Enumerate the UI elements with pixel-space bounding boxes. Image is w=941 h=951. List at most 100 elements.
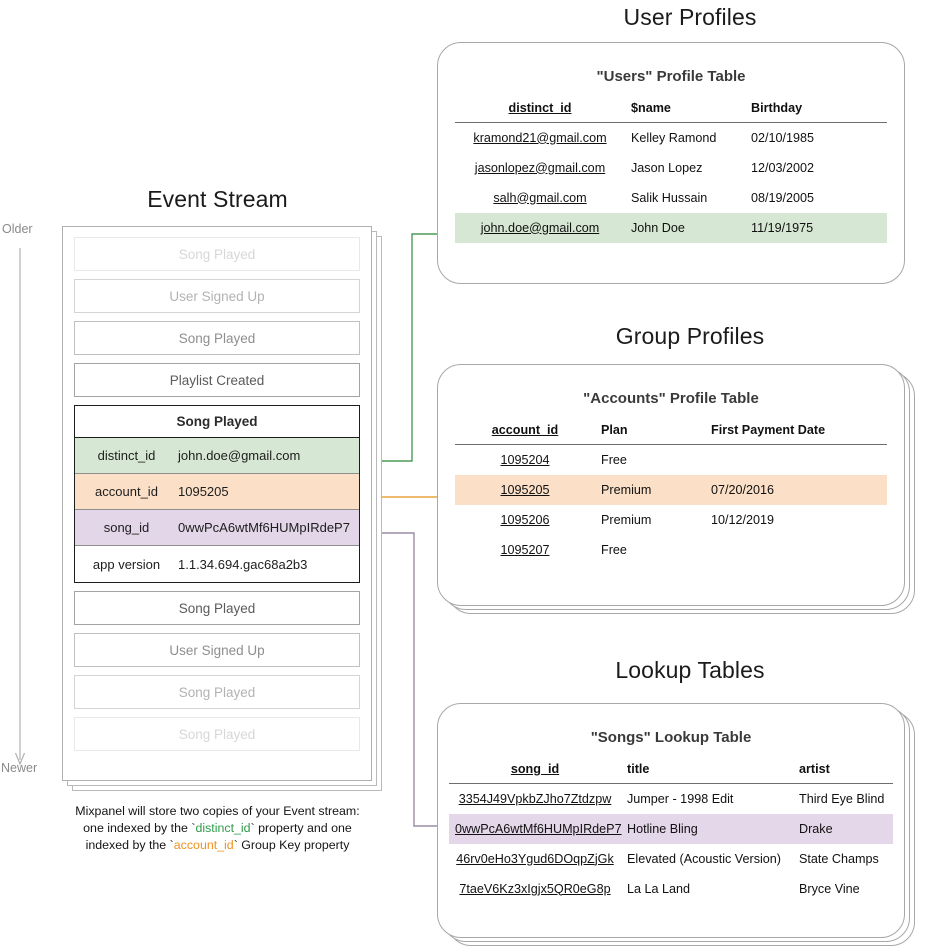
cell-artist: Drake	[793, 813, 893, 844]
col-first-payment-date: First Payment Date	[705, 420, 887, 445]
expanded-event-name: Song Played	[75, 406, 359, 438]
caption-token-distinct-id: distinct_id	[195, 821, 251, 836]
user-profiles-title: User Profiles	[623, 4, 757, 30]
event-label: Playlist Created	[169, 372, 265, 388]
songs-table-title: "Songs" Lookup Table	[590, 729, 752, 746]
event-row[interactable]: Playlist Created	[74, 363, 360, 397]
cell-name: Kelley Ramond	[631, 130, 717, 145]
cell-first-payment	[705, 445, 887, 475]
group-profiles-title: Group Profiles	[615, 323, 765, 349]
property-key: account_id	[95, 484, 158, 499]
cell-artist: State Champs	[799, 851, 879, 866]
table-row[interactable]: salh@gmail.com Salik Hussain 08/19/2005	[455, 183, 887, 213]
cell-plan: Premium	[601, 512, 652, 527]
table-row[interactable]: 46rv0eHo3Ygud6DOqpZjGk Elevated (Acousti…	[449, 844, 893, 874]
col-plan: Plan	[595, 420, 705, 445]
table-row[interactable]: 1095206 Premium 10/12/2019	[455, 505, 887, 535]
table-row-highlighted[interactable]: 1095205 Premium 07/20/2016	[455, 474, 887, 505]
cell-title: La La Land	[627, 881, 691, 896]
col-song-id: song_id	[449, 759, 621, 784]
table-row-highlighted[interactable]: 0wwPcA6wtMf6HUMpIRdeP7 Hotline Bling Dra…	[449, 813, 893, 844]
event-row[interactable]: Song Played	[74, 717, 360, 751]
cell-account-id: 1095206	[500, 512, 550, 527]
lookup-tables-title: Lookup Tables	[615, 657, 765, 683]
table-header-row: distinct_id $name Birthday	[455, 98, 887, 123]
events-after-list: Song Played User Signed Up Song Played S…	[74, 591, 360, 751]
event-label: Song Played	[178, 726, 256, 742]
event-label: User Signed Up	[169, 288, 265, 304]
cell-song-id: 0wwPcA6wtMf6HUMpIRdeP7	[449, 813, 622, 844]
event-row[interactable]: User Signed Up	[74, 279, 360, 313]
caption-l3-pre: indexed by the `	[85, 838, 174, 853]
cell-plan: Free	[601, 452, 627, 467]
cell-distinct-id: kramond21@gmail.com	[473, 130, 607, 145]
caption-token-account-id: account_id	[173, 838, 234, 853]
table-row[interactable]: 3354J49VpkbZJho7Ztdzpw Jumper - 1998 Edi…	[449, 784, 893, 814]
table-row-highlighted[interactable]: john.doe@gmail.com John Doe 11/19/1975	[455, 212, 887, 243]
cell-plan: Free	[601, 542, 627, 557]
axis-label-older: Older	[2, 222, 33, 236]
cell-artist: Third Eye Blind	[799, 791, 885, 806]
col-birthday: Birthday	[745, 98, 887, 123]
caption-l3-post: ` Group Key property	[233, 838, 350, 853]
event-label: User Signed Up	[169, 642, 265, 658]
table-row[interactable]: 1095207 Free	[455, 535, 887, 565]
caption-line-1: Mixpanel will store two copies of your E…	[75, 804, 360, 818]
table-row[interactable]: 7taeV6Kz3xIgjx5QR0eG8p La La Land Bryce …	[449, 874, 893, 904]
cell-title: Jumper - 1998 Edit	[627, 791, 734, 806]
event-row[interactable]: Song Played	[74, 237, 360, 271]
table-row[interactable]: 1095204 Free	[455, 445, 887, 475]
accounts-profile-card: "Accounts" Profile Table account_id Plan…	[437, 364, 905, 606]
cell-account-id: 1095205	[455, 474, 595, 505]
cell-distinct-id: salh@gmail.com	[493, 190, 587, 205]
cell-song-id: 46rv0eHo3Ygud6DOqpZjGk	[456, 851, 614, 866]
event-property-song-id[interactable]: song_id 0wwPcA6wtMf6HUMpIRdeP7	[75, 510, 359, 546]
event-property-distinct-id[interactable]: distinct_id john.doe@gmail.com	[75, 438, 359, 474]
accounts-table-title: "Accounts" Profile Table	[583, 390, 759, 407]
col-title: title	[621, 759, 793, 784]
cell-plan: Premium	[595, 474, 705, 505]
cell-title: Elevated (Acoustic Version)	[627, 851, 781, 866]
cell-first-payment: 10/12/2019	[711, 512, 775, 527]
table-header-row: song_id title artist	[449, 759, 893, 784]
event-property-account-id[interactable]: account_id 1095205	[75, 474, 359, 510]
cell-birthday: 12/03/2002	[751, 160, 815, 175]
event-row[interactable]: Song Played	[74, 675, 360, 709]
users-profile-card: "Users" Profile Table distinct_id $name …	[437, 42, 905, 284]
cell-distinct-id: jasonlopez@gmail.com	[474, 160, 606, 175]
cell-first-payment	[705, 535, 887, 565]
event-stream-panel: Song Played User Signed Up Song Played P…	[62, 226, 372, 781]
property-value: 0wwPcA6wtMf6HUMpIRdeP7	[178, 520, 350, 535]
table-header-row: account_id Plan First Payment Date	[455, 420, 887, 445]
col-name: $name	[625, 98, 745, 123]
event-row[interactable]: Song Played	[74, 321, 360, 355]
event-label: Song Played	[178, 600, 256, 616]
event-property-app-version[interactable]: app version 1.1.34.694.gac68a2b3	[75, 546, 359, 582]
caption-l2-post: ` property and one	[250, 821, 352, 836]
cell-name: Salik Hussain	[631, 190, 708, 205]
cell-name: Jason Lopez	[631, 160, 703, 175]
property-key: app version	[92, 556, 161, 572]
cell-name: John Doe	[625, 212, 745, 243]
property-value: john.doe@gmail.com	[178, 448, 301, 463]
songs-lookup-card: "Songs" Lookup Table song_id title artis…	[437, 703, 905, 938]
event-stream-caption: Mixpanel will store two copies of your E…	[30, 803, 405, 854]
songs-table: song_id title artist 3354J49VpkbZJho7Ztd…	[449, 759, 893, 904]
col-account-id: account_id	[455, 420, 595, 445]
cell-birthday: 11/19/1975	[745, 212, 887, 243]
event-row[interactable]: User Signed Up	[74, 633, 360, 667]
col-distinct-id: distinct_id	[455, 98, 625, 123]
caption-line-2: one indexed by the `distinct_id` propert…	[30, 820, 405, 837]
cell-artist: Bryce Vine	[799, 881, 860, 896]
table-row[interactable]: kramond21@gmail.com Kelley Ramond 02/10/…	[455, 123, 887, 153]
cell-account-id: 1095207	[500, 542, 550, 557]
expanded-event-card[interactable]: Song Played distinct_id john.doe@gmail.c…	[74, 405, 360, 583]
cell-song-id: 7taeV6Kz3xIgjx5QR0eG8p	[459, 881, 611, 896]
users-table-title: "Users" Profile Table	[596, 68, 746, 85]
table-row[interactable]: jasonlopez@gmail.com Jason Lopez 12/03/2…	[455, 153, 887, 183]
event-row[interactable]: Song Played	[74, 591, 360, 625]
cell-distinct-id: john.doe@gmail.com	[455, 212, 625, 243]
property-key: distinct_id	[97, 448, 156, 463]
cell-title: Hotline Bling	[621, 813, 793, 844]
accounts-table: account_id Plan First Payment Date 10952…	[455, 420, 887, 565]
